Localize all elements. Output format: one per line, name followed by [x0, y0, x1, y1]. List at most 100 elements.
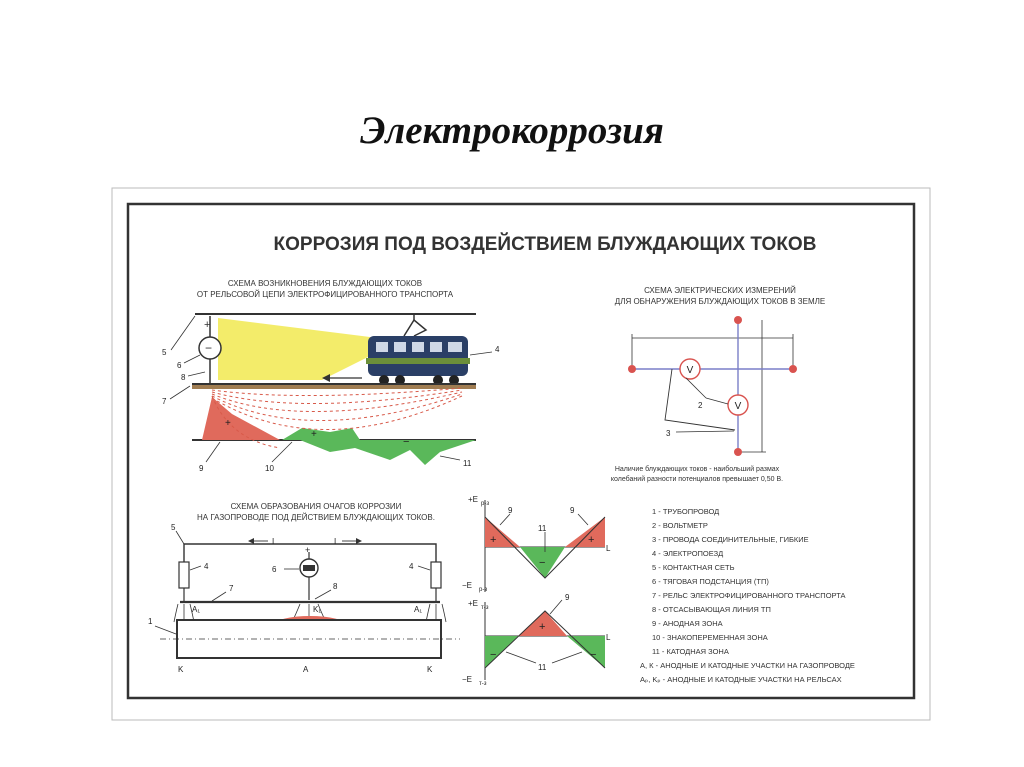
bottom-cathode-right: [567, 636, 605, 668]
label-5-scheme3: 5: [171, 523, 176, 532]
legend-item: Аₚ, Kₚ - АНОДНЫЕ И КАТОДНЫЕ УЧАСТКИ НА Р…: [640, 675, 842, 684]
anode-sign: +: [225, 418, 231, 429]
bottom-axis-minus: −E: [462, 675, 472, 684]
legend-item: 3 - ПРОВОДА СОЕДИНИТЕЛЬНЫЕ, ГИБКИЕ: [652, 535, 809, 544]
top-axis-minus-sub: р-з: [479, 587, 487, 593]
sign-plus: +: [204, 319, 210, 331]
legend-item: А, К - АНОДНЫЕ И КАТОДНЫЕ УЧАСТКИ НА ГАЗ…: [640, 661, 855, 670]
slide-title: Электрокоррозия: [360, 109, 664, 152]
scheme1-title-line2: ОТ РЕЛЬСОВОЙ ЦЕПИ ЭЛЕКТРОФИЦИРОВАННОГО Т…: [197, 290, 454, 299]
voltmeter-vertical: [727, 394, 749, 416]
bottom-sign-minus-right: −: [590, 649, 596, 661]
current-label-left: I: [272, 537, 274, 546]
anode-zone: [202, 397, 280, 440]
label-8-scheme3: 8: [333, 582, 338, 591]
connecting-wire: [664, 368, 736, 431]
current-field-area: [218, 318, 378, 380]
pipe-k-left: K: [178, 665, 184, 674]
scheme1-title-line1: СХЕМА ВОЗНИКНОВЕНИЯ БЛУЖДАЮЩИХ ТОКОВ: [228, 279, 422, 288]
bottom-axis-end: L: [606, 633, 611, 642]
potential-graphs: +E р-з −E р-з L + − + 9 9 11 +E т-з −E т…: [462, 495, 611, 687]
scheme2-title-line2: ДЛЯ ОБНАРУЖЕНИЯ БЛУЖДАЮЩИХ ТОКОВ В ЗЕМЛЕ: [615, 297, 825, 306]
legend-item: 9 - АНОДНАЯ ЗОНА: [652, 619, 723, 628]
label-6-scheme3: 6: [272, 565, 277, 574]
label-1: 1: [148, 617, 153, 626]
scheme3-title-line1: СХЕМА ОБРАЗОВАНИЯ ОЧАГОВ КОРРОЗИИ: [231, 502, 402, 511]
rail-k1: K₁: [313, 605, 321, 614]
voltmeter-horizontal-symbol: V: [687, 365, 694, 376]
top-sign-plus-left: +: [490, 534, 496, 546]
rail-current-arrowhead: [322, 374, 330, 382]
label-4: 4: [495, 345, 500, 354]
top-anode-right: [565, 517, 605, 547]
legend-item: 5 - КОНТАКТНАЯ СЕТЬ: [652, 563, 735, 572]
scheme-stray-current-origin: СХЕМА ВОЗНИКНОВЕНИЯ БЛУЖДАЮЩИХ ТОКОВ ОТ …: [162, 279, 500, 473]
legend-item: 10 - ЗНАКОПЕРЕМЕННАЯ ЗОНА: [652, 633, 768, 642]
rail-a1-right: A₁: [414, 605, 422, 614]
measurement-note-line1: Наличие блуждающих токов - наибольший ра…: [615, 465, 780, 473]
legend-item: 7 - РЕЛЬС ЭЛЕКТРОФИЦИРОВАННОГО ТРАНСПОРТ…: [652, 591, 846, 600]
label-9: 9: [199, 464, 204, 473]
top-anode-left: [485, 517, 520, 547]
label-4-left: 4: [204, 562, 209, 571]
label-3: 3: [666, 429, 671, 438]
bottom-anode: [518, 611, 567, 636]
current-label-right: I: [334, 537, 336, 546]
scheme1-leaders: [169, 315, 493, 463]
scheme2-title-line1: СХЕМА ЭЛЕКТРИЧЕСКИХ ИЗМЕРЕНИЙ: [644, 286, 796, 295]
label-8: 8: [181, 373, 186, 382]
alternating-zone: [282, 428, 360, 440]
train-load-right: [430, 561, 442, 589]
legend-item: 4 - ЭЛЕКТРОПОЕЗД: [652, 549, 723, 558]
motor-plus: +: [305, 545, 310, 555]
alternating-sign: +: [311, 429, 317, 440]
pantograph: [403, 318, 428, 337]
electrode-west: [628, 365, 636, 373]
label-4-right: 4: [409, 562, 414, 571]
bottom-label-9: 9: [565, 593, 570, 602]
top-label-11: 11: [538, 524, 547, 533]
contact-network-5: [183, 543, 437, 562]
top-axis-sub: р-з: [481, 501, 489, 507]
bottom-axis-sub: т-з: [481, 605, 489, 611]
poster-title: КОРРОЗИЯ ПОД ВОЗДЕЙСТВИЕМ БЛУЖДАЮЩИХ ТОК…: [274, 233, 817, 255]
top-sign-plus-right: +: [588, 534, 594, 546]
poster-outer-frame: [111, 187, 931, 721]
voltmeter-horizontal: [679, 358, 701, 380]
bottom-axis-plus: +E: [468, 599, 478, 608]
pipe-a-mid: A: [303, 665, 309, 674]
legend-item: 11 - КАТОДНАЯ ЗОНА: [652, 647, 729, 656]
measurement-note-line2: колебаний разности потенциалов превышает…: [611, 475, 783, 483]
top-axis-end: L: [606, 544, 611, 553]
bottom-sign-minus-left: −: [490, 649, 496, 661]
label-2: 2: [698, 401, 703, 410]
electrode-north: [734, 316, 742, 324]
train-load-left: [178, 561, 190, 589]
label-10: 10: [265, 464, 274, 473]
bottom-sign-plus: +: [539, 621, 545, 633]
top-cathode: [520, 547, 565, 578]
rail-a1: A₁: [192, 605, 200, 614]
label-7: 7: [162, 397, 167, 406]
top-label-9-right: 9: [570, 506, 575, 515]
scheme3-title-line2: НА ГАЗОПРОВОДЕ ПОД ДЕЙСТВИЕМ БЛУЖДАЮЩИХ …: [197, 513, 435, 522]
scheme-corrosion-foci: СХЕМА ОБРАЗОВАНИЯ ОЧАГОВ КОРРОЗИИ НА ГАЗ…: [148, 502, 460, 674]
legend-item: 1 - ТРУБОПРОВОД: [652, 507, 719, 516]
scheme-measurements: СХЕМА ЭЛЕКТРИЧЕСКИХ ИЗМЕРЕНИЙ ДЛЯ ОБНАРУ…: [611, 286, 825, 483]
voltmeter-vertical-symbol: V: [735, 401, 742, 412]
top-sign-minus: −: [539, 557, 545, 569]
cathode-zone: [300, 440, 476, 465]
legend-item: 2 - ВОЛЬТМЕТР: [652, 521, 708, 530]
label-11: 11: [463, 459, 472, 468]
poster-inner-frame: [126, 202, 916, 700]
top-axis-plus: +E: [468, 495, 478, 504]
bottom-label-11: 11: [538, 663, 547, 672]
sign-minus: −: [205, 341, 212, 355]
pipe-k-right: K: [427, 665, 433, 674]
ground-surface: [192, 384, 476, 389]
legend-item: 8 - ОТСАСЫВАЮЩАЯ ЛИНИЯ ТП: [652, 605, 771, 614]
label-5: 5: [162, 348, 167, 357]
electrode-east: [789, 365, 797, 373]
cathode-sign: −: [403, 436, 409, 448]
